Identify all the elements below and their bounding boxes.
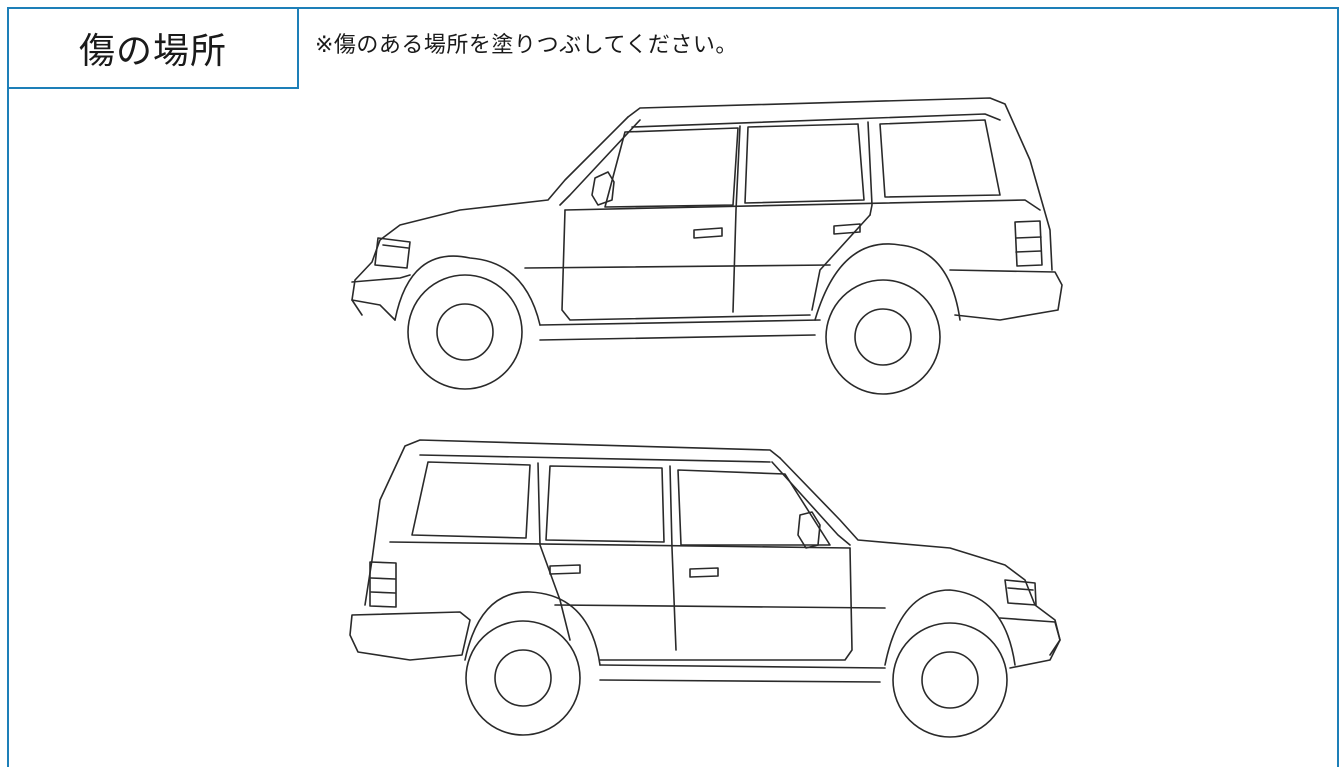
fill-instruction-text: ※傷のある場所を塗りつぶしてください。	[315, 33, 738, 58]
damage-location-label-box: 傷の場所	[9, 9, 299, 89]
damage-location-panel: 傷の場所 ※傷のある場所を塗りつぶしてください。	[7, 7, 1339, 767]
damage-location-label: 傷の場所	[78, 31, 227, 72]
